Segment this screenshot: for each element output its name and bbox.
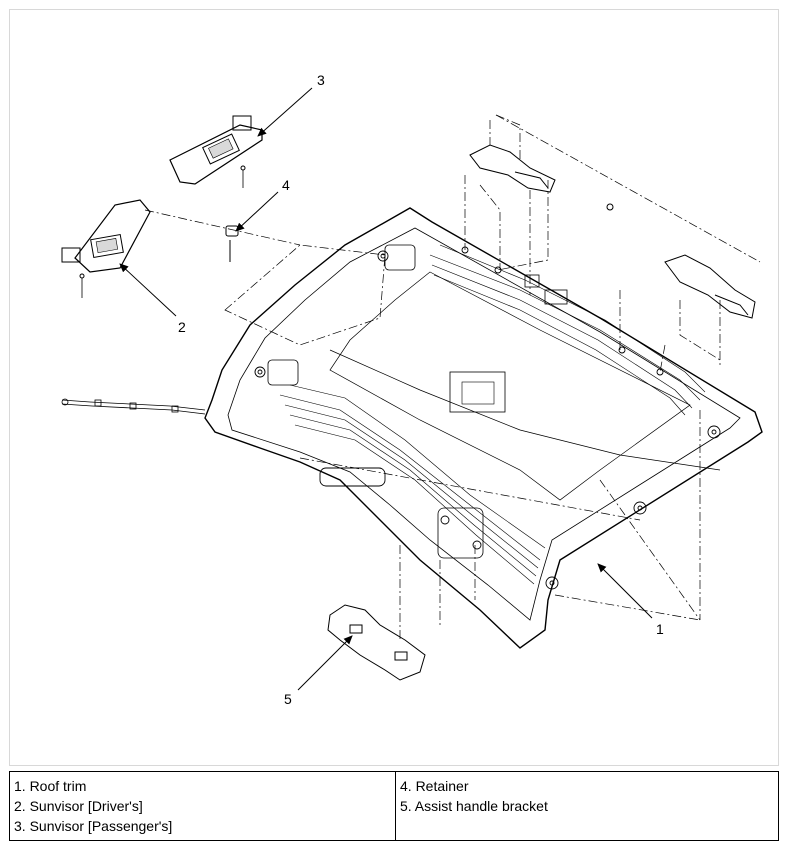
- legend-item: 1. Roof trim: [14, 778, 87, 794]
- callout-roof-trim: 1: [656, 621, 664, 637]
- assist-handle-bracket-part: [327, 604, 426, 681]
- parts-legend-table: 1. Roof trim 2. Sunvisor [Driver's] 3. S…: [9, 771, 779, 841]
- callout-assist-handle-bracket: 5: [284, 691, 292, 707]
- legend-column-right: 4. Retainer 5. Assist handle bracket: [396, 772, 778, 840]
- alignment-lines: [144, 114, 761, 640]
- legend-item: 2. Sunvisor [Driver's]: [14, 798, 143, 814]
- legend-item: 4. Retainer: [400, 778, 469, 794]
- wire-harness: [61, 398, 206, 415]
- exploded-view-diagram: [61, 87, 763, 691]
- callout-leaders: [119, 87, 653, 691]
- callout-retainer: 4: [282, 177, 290, 193]
- legend-item: 5. Assist handle bracket: [400, 798, 548, 814]
- retainer-part: [225, 225, 239, 262]
- callout-sunvisor-passenger: 3: [317, 72, 325, 88]
- diagram-frame: [9, 9, 779, 766]
- legend-item: 3. Sunvisor [Passenger's]: [14, 818, 173, 834]
- callout-sunvisor-driver: 2: [178, 319, 186, 335]
- sunvisor-passenger-part: [169, 115, 263, 188]
- legend-column-left: 1. Roof trim 2. Sunvisor [Driver's] 3. S…: [10, 772, 396, 840]
- roof-bracket-rear: [664, 254, 756, 319]
- roof-trim-part: [204, 207, 763, 649]
- sunvisor-driver-part: [61, 199, 151, 298]
- roof-bracket-front: [469, 144, 556, 193]
- small-clip: [606, 203, 614, 211]
